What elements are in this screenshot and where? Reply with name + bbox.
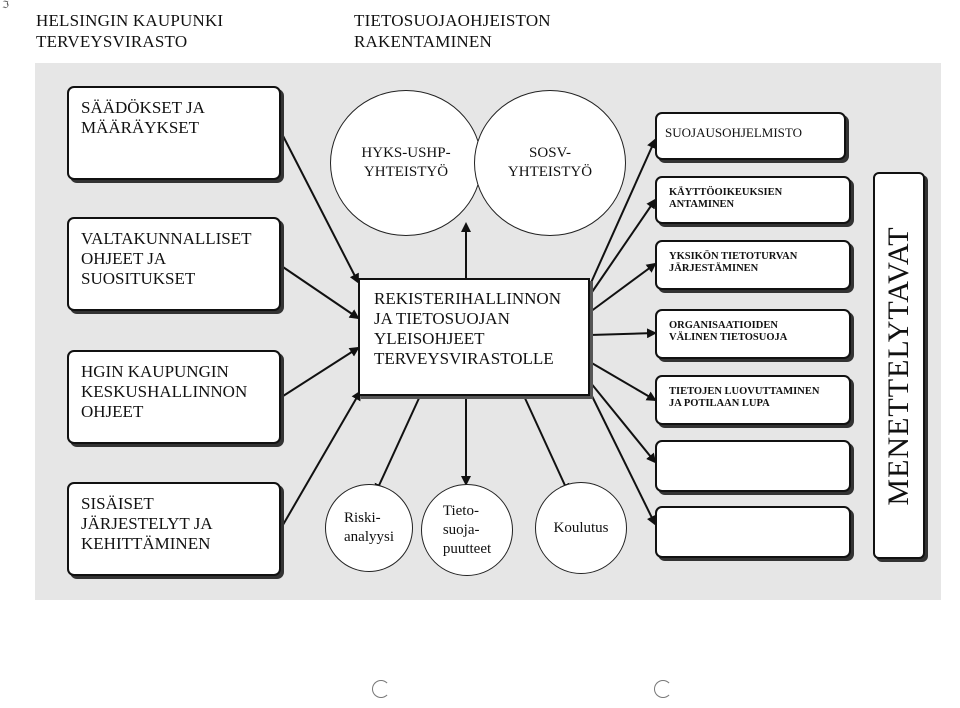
right-box-line: VÄLINEN TIETOSUOJA: [669, 332, 788, 343]
arrow-right-3: [589, 262, 657, 313]
left-box-line: JÄRJESTELYT JA: [81, 514, 213, 533]
left-box-internal-arrangements: SISÄISET JÄRJESTELYT JA KEHITTÄMINEN: [67, 482, 281, 576]
arrow-left-4: [279, 390, 362, 531]
circle-line: SOSV-: [529, 145, 571, 161]
left-box-line: MÄÄRÄYKSET: [81, 118, 200, 137]
center-line: YLEISOHJEET: [374, 329, 485, 348]
circle-risk-analysis: Riski- analyysi: [325, 484, 413, 572]
circle-hyks-cooperation: HYKS-USHP- YHTEISTYÖ: [330, 90, 482, 236]
document-title: TIETOSUOJAOHJEISTON RAKENTAMINEN: [354, 10, 551, 52]
right-box-line: TIETOJEN LUOVUTTAMINEN: [669, 386, 820, 397]
left-box-line: OHJEET: [81, 402, 144, 421]
title-line-1: TIETOSUOJAOHJEISTON: [354, 11, 551, 30]
left-box-line: VALTAKUNNALLISET: [81, 229, 252, 248]
left-box-line: SISÄISET: [81, 494, 154, 513]
arrow-down-1: [374, 395, 421, 494]
arrow-left-3: [279, 346, 360, 399]
left-box-line: KEHITTÄMINEN: [81, 534, 211, 553]
circle-line: suoja-: [442, 521, 480, 538]
org-line-1: HELSINGIN KAUPUNKI: [36, 11, 224, 30]
right-box-line: SUOJAUSOHJELMISTO: [665, 125, 803, 140]
center-box-general-guidelines: REKISTERIHALLINNON JA TIETOSUOJAN YLEISO…: [358, 278, 590, 396]
scan-punch-mark: [654, 680, 672, 698]
right-box-inter-organizational-privacy: ORGANISAATIOIDEN VÄLINEN TIETOSUOJA: [655, 309, 851, 359]
right-box-empty-2: [655, 506, 851, 558]
arrow-right-5: [589, 361, 657, 402]
left-box-line: OHJEET JA: [81, 249, 167, 268]
circle-sosv-cooperation: SOSV- YHTEISTYÖ: [474, 90, 626, 236]
procedures-vertical-box: MENETTELYTAVAT: [873, 172, 925, 559]
right-box-unit-security: YKSIKÖN TIETOTURVAN JÄRJESTÄMINEN: [655, 240, 851, 290]
right-box-line: ANTAMINEN: [669, 199, 735, 210]
organization-header: HELSINGIN KAUPUNKI TERVEYSVIRASTO: [36, 10, 223, 52]
left-box-national-guidelines: VALTAKUNNALLISET OHJEET JA SUOSITUKSET: [67, 217, 281, 311]
left-box-city-instructions: HGIN KAUPUNGIN KESKUSHALLINNON OHJEET: [67, 350, 281, 444]
circle-line: puutteet: [442, 540, 492, 557]
circle-line: Koulutus: [553, 519, 609, 536]
arrow-left-2: [279, 264, 360, 320]
center-line: TERVEYSVIRASTOLLE: [374, 349, 554, 368]
arrow-right-6: [589, 381, 657, 464]
circle-line: analyysi: [344, 529, 394, 545]
left-box-line: HGIN KAUPUNGIN: [81, 362, 229, 381]
center-line: REKISTERIHALLINNON: [374, 289, 561, 308]
scan-punch-mark: [372, 680, 390, 698]
procedures-label: MENETTELYTAVAT: [882, 225, 915, 506]
arrow-right-7: [589, 391, 656, 526]
arrow-left-1: [279, 129, 359, 284]
arrow-right-2: [589, 198, 657, 296]
left-box-regulations: SÄÄDÖKSET JA MÄÄRÄYKSET: [67, 86, 281, 180]
arrow-down-3: [523, 395, 570, 494]
circle-training: Koulutus: [535, 482, 627, 574]
center-line: JA TIETOSUOJAN: [374, 309, 510, 328]
circle-line: YHTEISTYÖ: [363, 164, 449, 180]
circle-line: Riski-: [344, 510, 381, 526]
circle-privacy-deficiencies: Tieto- suoja- puutteet: [421, 484, 513, 576]
left-box-line: SÄÄDÖKSET JA: [81, 98, 205, 117]
right-box-line: YKSIKÖN TIETOTURVAN: [669, 251, 798, 262]
circle-line: YHTEISTYÖ: [507, 164, 593, 180]
right-box-line: KÄYTTÖOIKEUKSIEN: [669, 187, 783, 198]
right-box-line: ORGANISAATIOIDEN: [669, 320, 778, 331]
circle-line: HYKS-USHP-: [361, 145, 451, 161]
arrow-right-4: [589, 328, 657, 339]
left-box-line: SUOSITUKSET: [81, 269, 196, 288]
right-box-access-rights: KÄYTTÖOIKEUKSIEN ANTAMINEN: [655, 176, 851, 224]
arrow-right-1: [589, 138, 657, 286]
right-box-line: JA POTILAAN LUPA: [669, 398, 770, 409]
org-line-2: TERVEYSVIRASTO: [36, 32, 188, 51]
right-box-security-software: SUOJAUSOHJELMISTO: [655, 112, 846, 160]
scan-corner-mark: ℑ: [2, 0, 9, 11]
right-box-line: JÄRJESTÄMINEN: [669, 263, 759, 274]
left-box-line: KESKUSHALLINNON: [81, 382, 248, 401]
right-box-data-disclosure: TIETOJEN LUOVUTTAMINEN JA POTILAAN LUPA: [655, 375, 851, 425]
title-line-2: RAKENTAMINEN: [354, 32, 492, 51]
right-box-empty-1: [655, 440, 851, 492]
circle-line: Tieto-: [442, 502, 479, 519]
